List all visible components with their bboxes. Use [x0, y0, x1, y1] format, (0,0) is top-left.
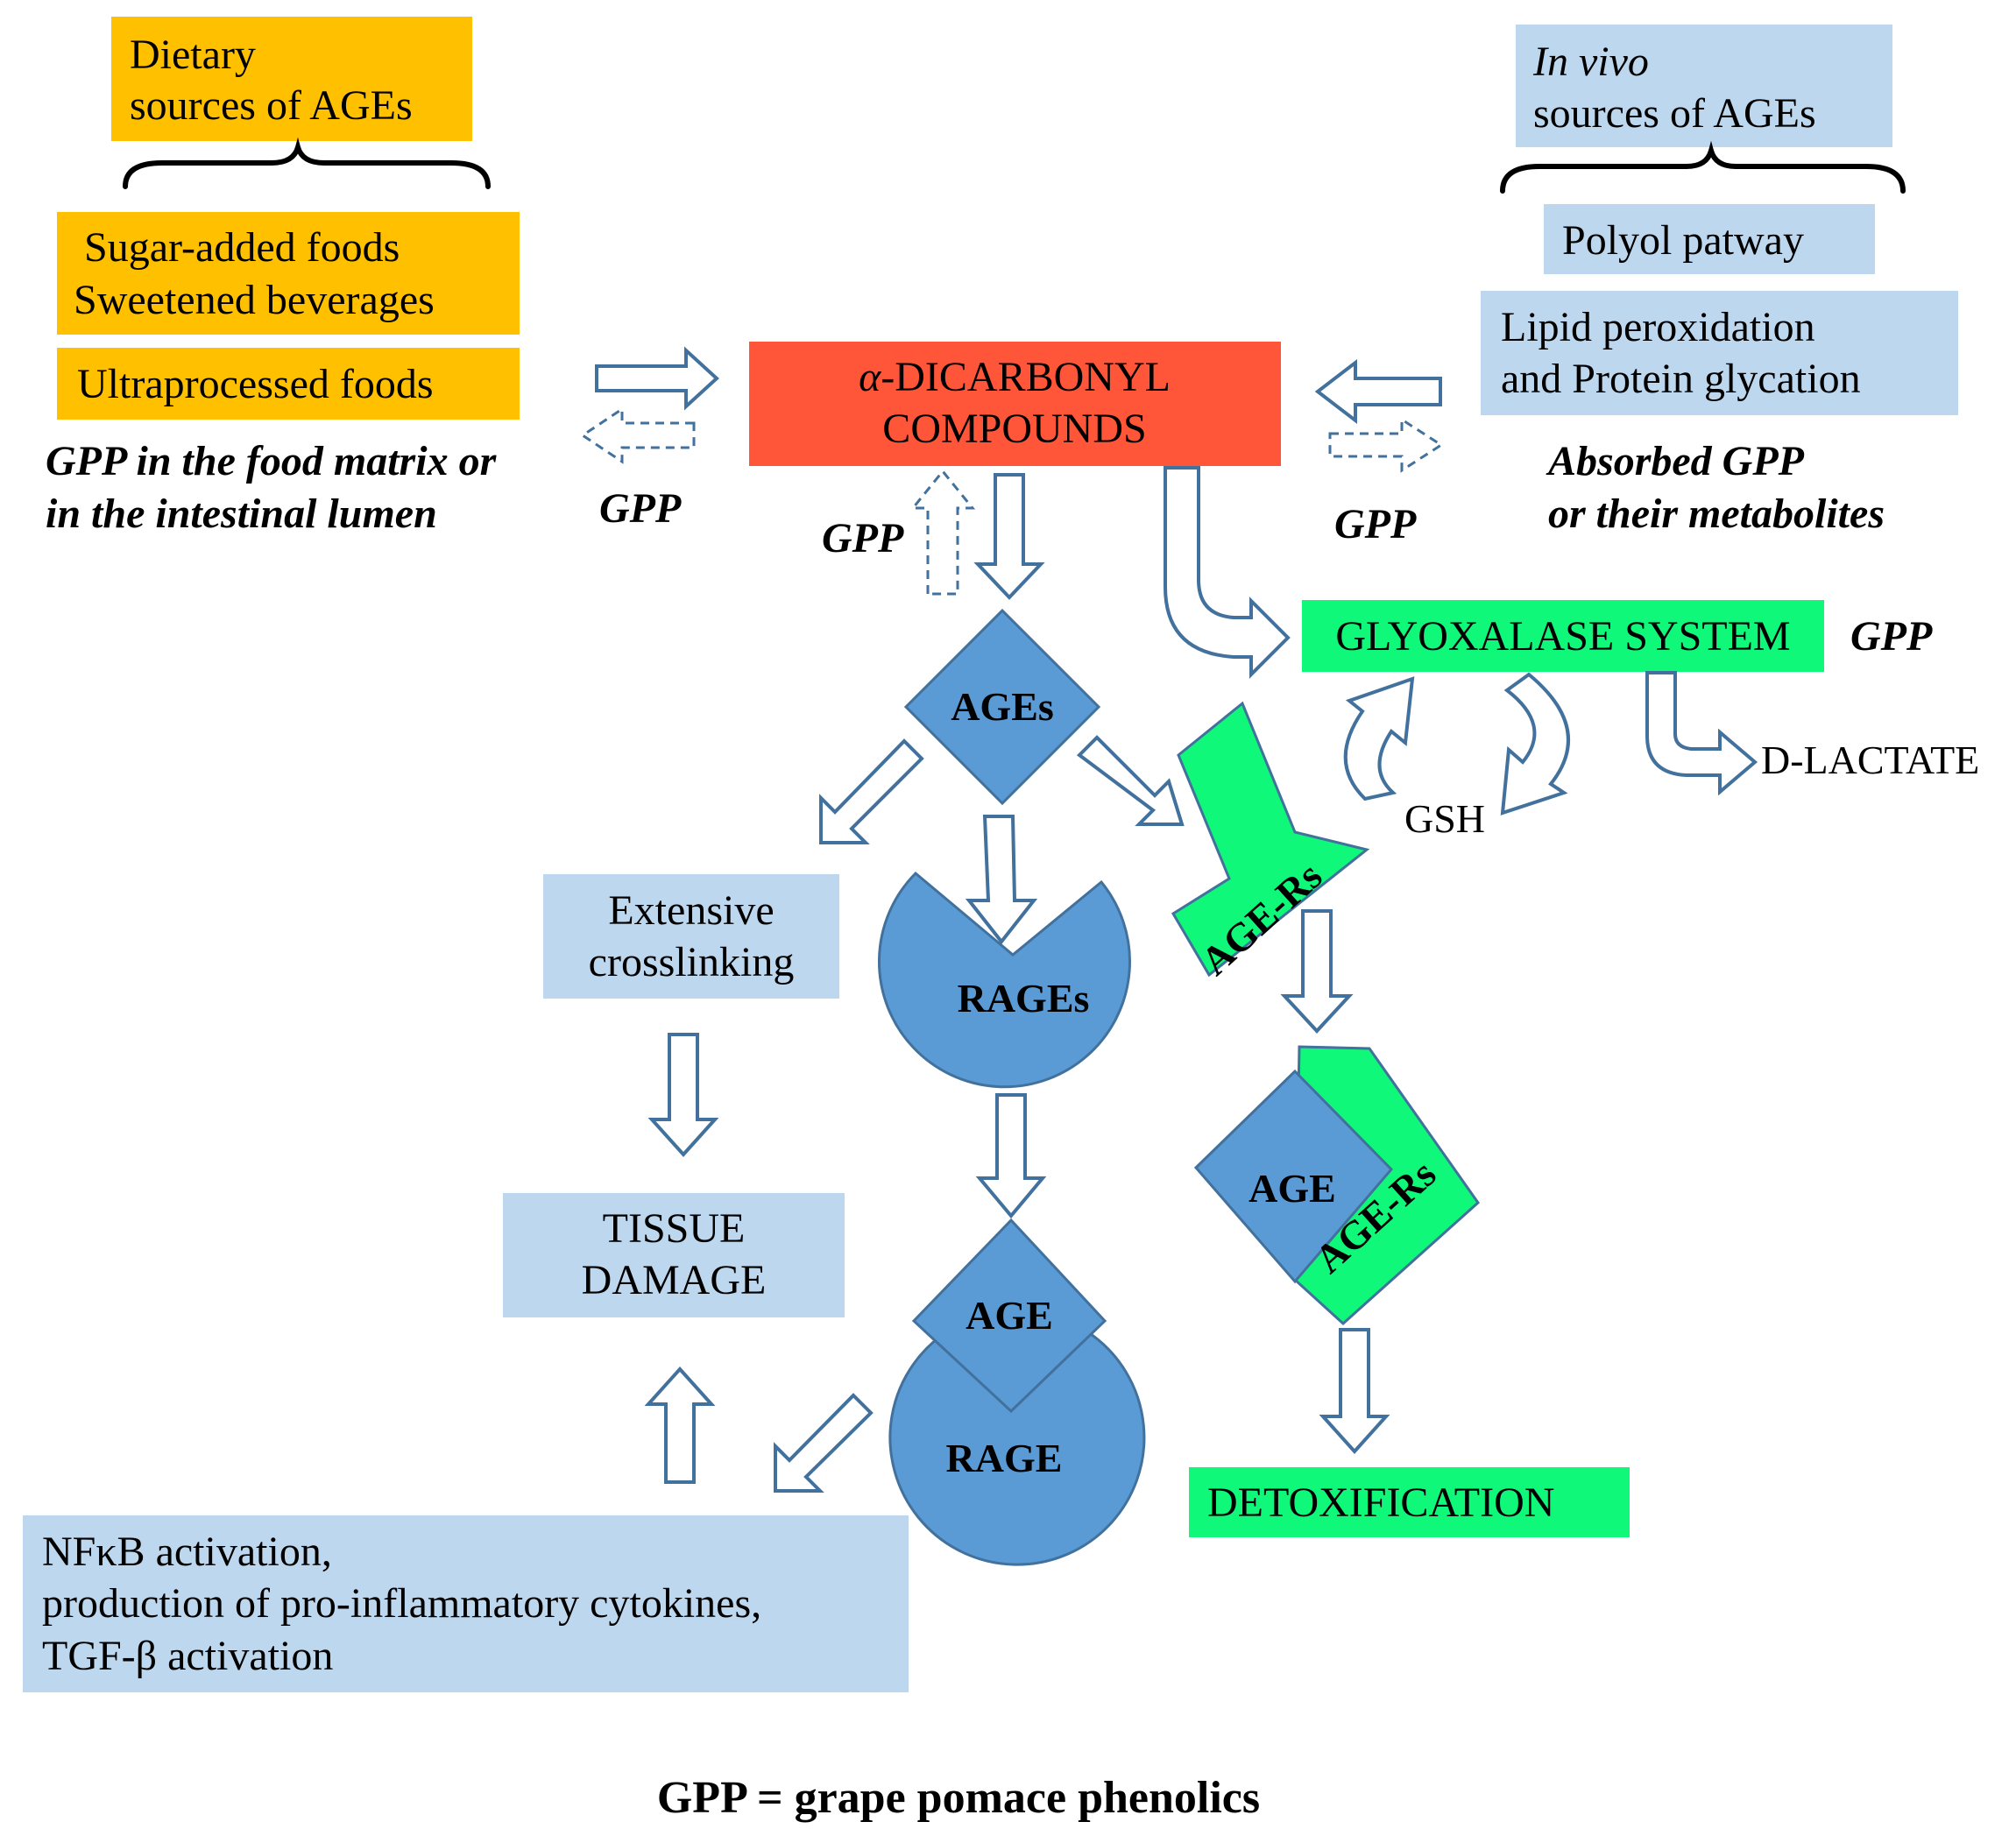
- arrow-nfkb-to-tissue-damage: [644, 1366, 716, 1484]
- dietary-header-box: [111, 17, 472, 141]
- glyoxalase-box: [1302, 600, 1824, 672]
- arrow-dietary-to-dicarbonyl: [595, 346, 719, 411]
- dietary-item-beverages-label: Sweetened beverages: [74, 277, 435, 323]
- gpp-label-glyoxalase: GPP: [1850, 613, 1933, 660]
- in-vivo-item-lipid-line2: and Protein glycation: [1501, 356, 1861, 402]
- in-vivo-item-lipid-line1: Lipid peroxidation: [1501, 304, 1815, 350]
- complex-age-label: AGE: [1249, 1166, 1336, 1211]
- arrow-glyoxalase-to-gsh: [1500, 672, 1570, 816]
- nfkb-line3: TGF-β activation: [42, 1633, 333, 1679]
- complex-rage-age-label: AGE: [966, 1293, 1053, 1338]
- dashed-arrow-gpp-left: [580, 406, 696, 464]
- dashed-arrow-gpp-right: [1328, 417, 1444, 473]
- gpp-label-right: GPP: [1334, 501, 1417, 547]
- arrow-ages-to-age-rs: [1076, 735, 1185, 826]
- in-vivo-gpp-note-line2: or their metabolites: [1548, 491, 1885, 537]
- gpp-label-center: GPP: [822, 515, 904, 561]
- complex-rage-label: RAGE: [946, 1436, 1063, 1480]
- rages-receptor: [878, 871, 1131, 1089]
- complex-age-diamond: [911, 1218, 1107, 1414]
- dietary-item-ultraprocessed-box: [57, 348, 520, 420]
- in-vivo-gpp-note-line1: Absorbed GPP: [1546, 438, 1805, 484]
- in-vivo-item-lipid-box: [1481, 291, 1958, 415]
- in-vivo-header-line2: sources of AGEs: [1533, 90, 1816, 137]
- arrow-complex-to-detox: [1319, 1328, 1390, 1454]
- age-rage-complex: AGE RAGE: [888, 1218, 1146, 1566]
- dietary-item-ultraprocessed-label: Ultraprocessed foods: [77, 361, 434, 407]
- dietary-gpp-note-line2: in the intestinal lumen: [46, 491, 437, 537]
- arrow-ages-to-crosslinking: [819, 738, 924, 844]
- dicarbonyl-compounds: α-DICARBONYL COMPOUNDS: [749, 342, 1281, 466]
- dicarbonyl-box: [749, 342, 1281, 466]
- arrow-crosslinking-to-tissue-damage: [647, 1033, 719, 1157]
- arrow-complex-to-nfkb: [774, 1393, 874, 1493]
- arrow-age-rs-down: [1280, 909, 1354, 1034]
- alpha-symbol: α: [859, 354, 881, 400]
- complex-rage-part: [888, 1327, 1146, 1566]
- in-vivo-header-box: [1516, 25, 1892, 147]
- tissue-damage-line2: DAMAGE: [582, 1257, 767, 1303]
- arrow-to-d-lactate: [1645, 671, 1758, 796]
- crosslinking-box: [543, 874, 839, 999]
- dicarbonyl-line1: α-DICARBONYL: [859, 354, 1171, 400]
- dicarbonyl-line2: COMPOUNDS: [882, 406, 1146, 452]
- gpp-label-left: GPP: [599, 485, 682, 532]
- dicarbonyl-line1-text: -DICARBONYL: [881, 354, 1171, 400]
- arrow-in-vivo-to-dicarbonyl: [1314, 358, 1442, 425]
- nfkb-line2: production of pro-inflammatory cytokines…: [42, 1580, 761, 1627]
- tissue-damage-line1: TISSUE: [603, 1205, 746, 1252]
- dashed-arrow-gpp-up: [909, 469, 976, 596]
- d-lactate-label: D-LACTATE: [1761, 738, 1979, 782]
- dietary-sources: Dietary sources of AGEs Sugar-added food…: [46, 17, 520, 537]
- in-vivo-sources: In vivo sources of AGEs Polyol patway Li…: [1481, 25, 1958, 537]
- in-vivo-item-polyol-label: Polyol patway: [1562, 217, 1804, 264]
- dietary-item-sugar-box: [57, 212, 520, 335]
- in-vivo-item-polyol-box: [1544, 204, 1875, 274]
- footnote: GPP = grape pomace phenolics: [657, 1773, 1260, 1823]
- ages-label: AGEs: [951, 684, 1054, 729]
- arrow-gsh-to-glyoxalase: [1343, 676, 1415, 801]
- arrow-rages-to-complex: [975, 1093, 1047, 1219]
- nfkb-box: [23, 1515, 909, 1692]
- age-age-rs-complex: AGE AGE-Rs: [1193, 1045, 1480, 1326]
- age-rs-receptor: [1171, 701, 1370, 978]
- dietary-brace: [123, 137, 491, 189]
- gsh-label: GSH: [1404, 796, 1485, 841]
- detoxification-label: DETOXIFICATION: [1207, 1479, 1554, 1526]
- arrow-dicarbonyl-to-ages: [973, 473, 1045, 600]
- dietary-gpp-note-line1: GPP in the food matrix or: [46, 438, 498, 484]
- ages-diamond: [903, 608, 1101, 806]
- glyoxalase-label: GLYOXALASE SYSTEM: [1335, 613, 1790, 660]
- rages-label: RAGEs: [958, 976, 1090, 1020]
- dietary-header-line1: Dietary: [130, 32, 256, 78]
- arrow-dicarbonyl-to-glyoxalase: [1164, 466, 1291, 679]
- in-vivo-brace: [1500, 140, 1906, 194]
- complex-age-part: [1193, 1069, 1394, 1284]
- crosslinking-line1: Extensive: [608, 887, 774, 934]
- detoxification-box: [1189, 1467, 1630, 1537]
- dietary-item-sugar-label: Sugar-added foods: [84, 224, 400, 271]
- arrow-ages-to-rages: [965, 815, 1038, 945]
- in-vivo-header-line1: In vivo: [1532, 39, 1649, 85]
- dietary-header-line2: sources of AGEs: [130, 82, 413, 129]
- nfkb-line1: NFκB activation,: [42, 1529, 332, 1575]
- crosslinking-line2: crosslinking: [589, 939, 795, 985]
- tissue-damage-box: [503, 1193, 845, 1317]
